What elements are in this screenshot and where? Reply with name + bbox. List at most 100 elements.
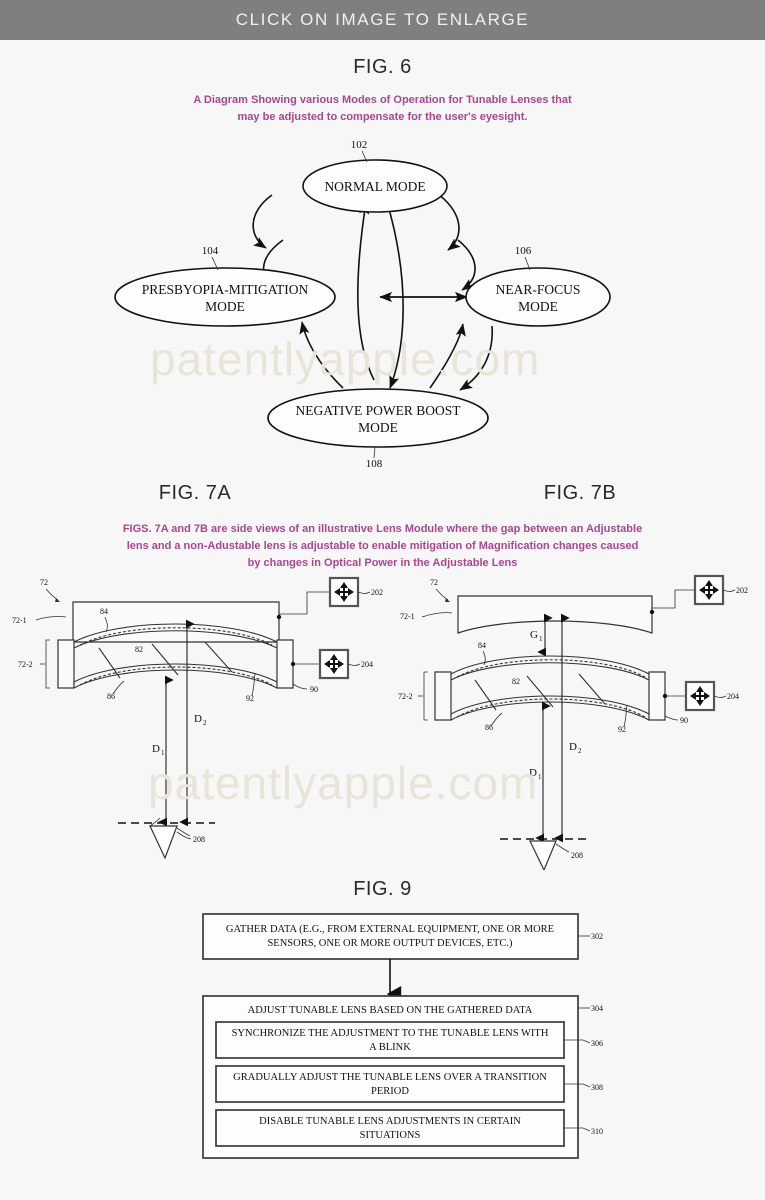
fig9-step-302-line2: SENSORS, ONE OR MORE OUTPUT DEVICES, ETC… xyxy=(267,938,513,949)
fig6-node-negboost-label1: NEGATIVE POWER BOOST xyxy=(296,403,462,418)
fig7b-gap-sub: 1 xyxy=(539,635,543,643)
fig7b-actuator-202: 202 xyxy=(649,574,748,615)
fig7a-ref-208: 208 xyxy=(193,835,205,844)
fig7b-upper-lens xyxy=(457,595,653,634)
arrow-normal-to-nearfocus xyxy=(434,191,461,251)
arrow-negboost-to-normal xyxy=(357,201,375,381)
four-arrow-icon xyxy=(334,582,354,602)
arrow-nearfocus-to-negboost xyxy=(459,325,493,391)
fig7b-gap-g1: G 1 xyxy=(530,613,553,657)
fig9-substep-310-line2: SITUATIONS xyxy=(360,1130,421,1141)
arrow-nearfocus-to-normal xyxy=(457,239,476,291)
fig9-substep-308: GRADUALLY ADJUST THE TUNABLE LENS OVER A… xyxy=(215,1065,603,1103)
fig7a-ref-82: 82 xyxy=(135,645,143,654)
fig7a-ref-92: 92 xyxy=(246,694,254,703)
fig7b-dim-d1: D 1 xyxy=(529,701,551,843)
fig7a-ref-202: 202 xyxy=(371,588,383,597)
fig7b-ref-72: 72 xyxy=(430,578,438,587)
fig7a-title: FIG. 7A xyxy=(158,482,232,504)
fig7a-dim-d1-label: D xyxy=(152,743,160,755)
four-arrow-icon xyxy=(690,686,710,706)
fig9-substep-310: DISABLE TUNABLE LENS ADJUSTMENTS IN CERT… xyxy=(215,1109,603,1147)
fig7a-ref-72: 72 xyxy=(40,578,48,587)
fig7b-ref-84: 84 xyxy=(478,641,486,650)
fig7a-ref-204: 204 xyxy=(361,660,373,669)
fig7-caption-line3: by changes in Optical Power in the Adjus… xyxy=(247,557,518,570)
fig6-node-nearfocus-mode: NEAR-FOCUS MODE 106 xyxy=(465,245,611,327)
fig7b-dim-d2: D 2 xyxy=(554,613,582,843)
fig7a-ref-72-2: 72-2 xyxy=(18,660,33,669)
fig9-step-302-line1: GATHER DATA (E.G., FROM EXTERNAL EQUIPME… xyxy=(226,924,554,935)
fig7a-actuator-204: 204 xyxy=(290,648,373,680)
fig7b-dim-d1-sub: 1 xyxy=(538,773,542,781)
fig9-ref-302: 302 xyxy=(591,932,603,941)
fig6-node-presbyopia-label2: MODE xyxy=(205,299,245,314)
fig6-node-nearfocus-label2: MODE xyxy=(518,299,558,314)
fig9-ref-306: 306 xyxy=(591,1039,603,1048)
banner-label: CLICK ON IMAGE TO ENLARGE xyxy=(235,10,530,29)
fig7a-dim-d1-sub: 1 xyxy=(161,749,165,757)
fig7b-ref-92: 92 xyxy=(618,725,626,734)
fig6-node-negboost-mode: NEGATIVE POWER BOOST MODE 108 xyxy=(267,388,489,470)
fig7b-ref-202: 202 xyxy=(736,586,748,595)
fig7b-actuator-204: 204 xyxy=(662,680,739,712)
fig7a-dim-d2-label: D xyxy=(194,713,202,725)
fig7b-ref-208: 208 xyxy=(571,851,583,860)
fig9-step-304: ADJUST TUNABLE LENS BASED ON THE GATHERE… xyxy=(202,995,603,1159)
fig6-node-presbyopia-mode: PRESBYOPIA-MITIGATION MODE 104 xyxy=(114,245,336,327)
fig7a-eye-208: 208 xyxy=(118,817,215,860)
click-to-enlarge-banner[interactable]: CLICK ON IMAGE TO ENLARGE xyxy=(0,0,765,40)
fig6-caption-line2: may be adjusted to compensate for the us… xyxy=(237,111,528,124)
fig6-caption-line1: A Diagram Showing various Modes of Opera… xyxy=(193,94,572,106)
arrow-negboost-to-nearfocus xyxy=(429,323,466,389)
fig6-ref-106: 106 xyxy=(515,245,532,257)
four-arrow-icon xyxy=(699,580,719,600)
fig7-caption-line1: FIGS. 7A and 7B are side views of an ill… xyxy=(122,523,643,535)
fig7b-ref-72-2: 72-2 xyxy=(398,692,413,701)
fig6-ref-108: 108 xyxy=(366,458,383,470)
fig7b-diagram: 72 72-1 G 1 72-2 84 82 86 92 90 xyxy=(398,574,748,870)
fig9-substep-308-line2: PERIOD xyxy=(371,1086,409,1097)
fig7b-dim-d1-label: D xyxy=(529,767,537,779)
fig6-caption: A Diagram Showing various Modes of Opera… xyxy=(0,92,765,126)
fig7a-ref-86: 86 xyxy=(107,692,115,701)
fig7b-ref-72-1: 72-1 xyxy=(400,612,415,621)
fig6-node-normal-mode: NORMAL MODE 102 xyxy=(302,140,448,213)
fig7b-ref-86: 86 xyxy=(485,723,493,732)
arrow-normal-to-presbyopia xyxy=(252,194,273,249)
fig7-caption: FIGS. 7A and 7B are side views of an ill… xyxy=(55,521,710,572)
fig6-node-nearfocus-label1: NEAR-FOCUS xyxy=(496,282,581,297)
fig7a-diagram: 72 72-1 72-2 84 82 86 92 90 xyxy=(12,576,383,860)
fig9-ref-310: 310 xyxy=(591,1127,603,1136)
fig7b-ref-82: 82 xyxy=(512,677,520,686)
fig9-flowchart: GATHER DATA (E.G., FROM EXTERNAL EQUIPME… xyxy=(202,913,603,1159)
fig7-caption-line2: lens and a non-Adustable lens is adjusta… xyxy=(126,540,639,553)
fig6-title: FIG. 6 xyxy=(353,56,412,78)
arrow-normal-to-negboost xyxy=(386,201,404,389)
fig7b-title: FIG. 7B xyxy=(543,482,617,504)
fig7a-ref-90: 90 xyxy=(310,685,318,694)
fig6-node-normal-label: NORMAL MODE xyxy=(324,179,425,194)
fig7a-dim-d2-sub: 2 xyxy=(203,719,207,727)
fig7b-lower-lens xyxy=(434,655,666,721)
fig9-substep-306-line1: SYNCHRONIZE THE ADJUSTMENT TO THE TUNABL… xyxy=(232,1028,549,1039)
fig7b-gap-label: G xyxy=(530,629,538,641)
fig9-substep-306: SYNCHRONIZE THE ADJUSTMENT TO THE TUNABL… xyxy=(215,1021,603,1059)
fig9-step-302: GATHER DATA (E.G., FROM EXTERNAL EQUIPME… xyxy=(202,913,603,960)
fig9-title: FIG. 9 xyxy=(353,878,412,900)
fig6-node-negboost-label2: MODE xyxy=(358,420,398,435)
fig7a-ref-72-1: 72-1 xyxy=(12,616,27,625)
fig7a-dim-d1: D 1 xyxy=(152,675,174,827)
fig9-substep-306-line2: A BLINK xyxy=(369,1042,411,1053)
fig7a-lower-lens xyxy=(57,623,294,689)
fig7a-ref-84: 84 xyxy=(100,607,108,616)
fig7a-dim-d2: D 2 xyxy=(179,619,207,827)
fig6-ref-104: 104 xyxy=(202,245,219,257)
fig6-diagram: NORMAL MODE 102 PRESBYOPIA-MITIGATION MO… xyxy=(114,140,611,470)
fig7b-dim-d2-label: D xyxy=(569,741,577,753)
arrow-negboost-to-presbyopia xyxy=(299,321,344,389)
fig9-ref-304: 304 xyxy=(591,1004,603,1013)
fig7b-eye-208: 208 xyxy=(500,838,590,870)
fig7b-ref-90: 90 xyxy=(680,716,688,725)
fig6-node-presbyopia-label1: PRESBYOPIA-MITIGATION xyxy=(142,282,309,297)
